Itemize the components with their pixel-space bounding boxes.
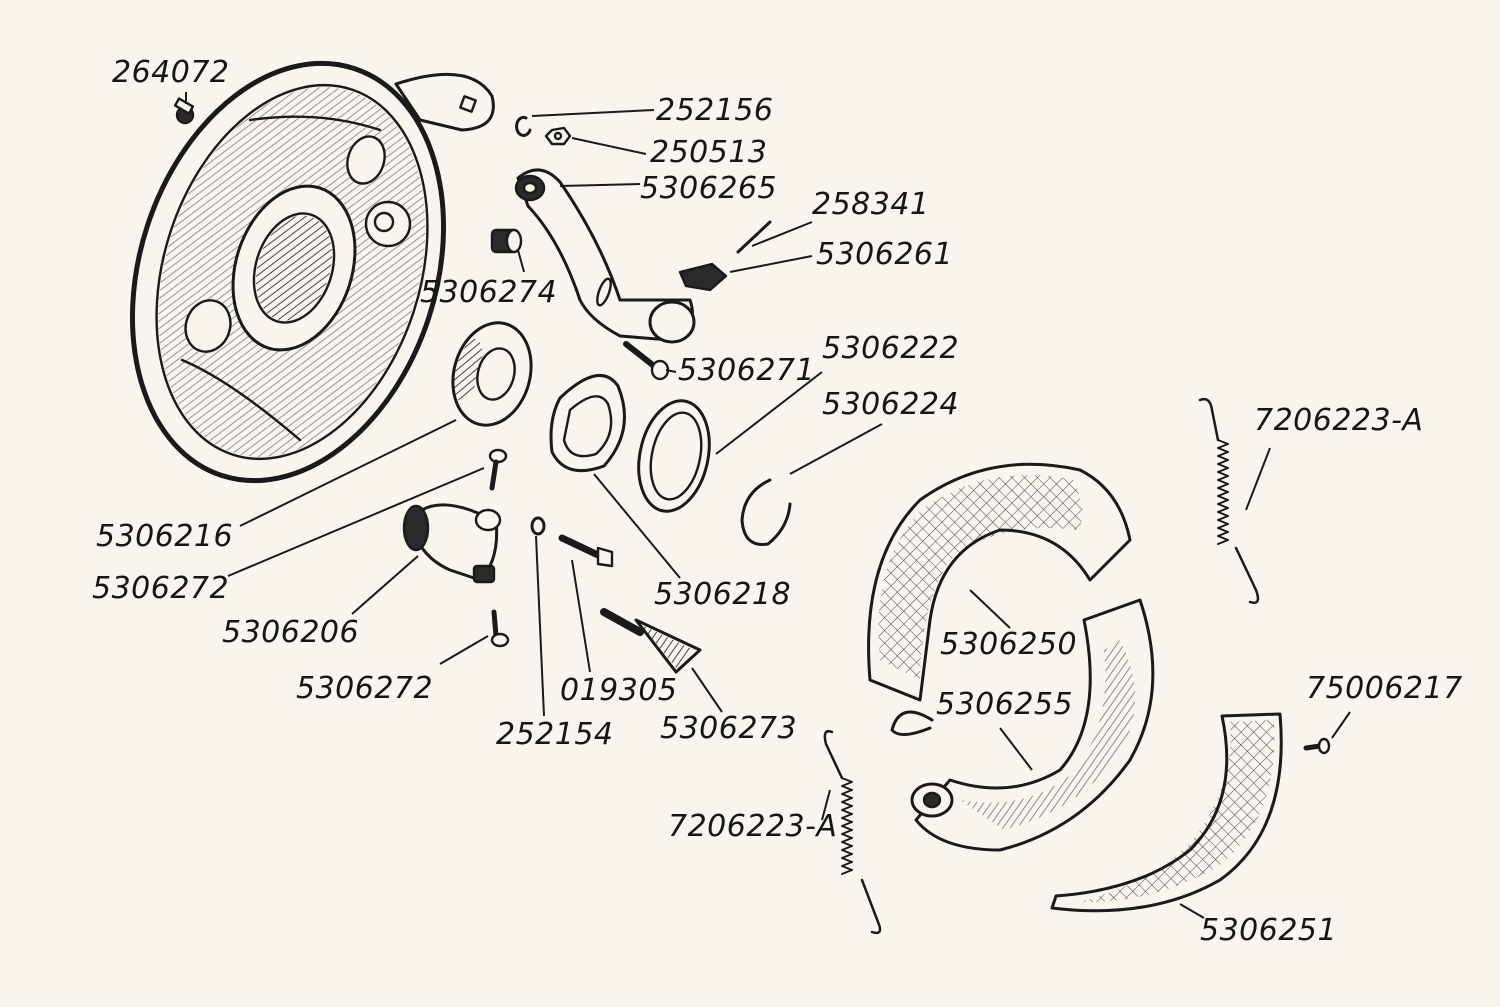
label-5306218: 5306218 (654, 577, 792, 612)
nut-250513 (544, 126, 572, 146)
brake-shoe-5306255 (910, 598, 1155, 852)
label-5306273: 5306273 (660, 711, 798, 746)
label-264072: 264072 (112, 55, 230, 90)
label-5306261: 5306261 (816, 237, 954, 272)
label-019305: 019305 (560, 673, 678, 708)
retaining-ring-252156 (515, 115, 532, 137)
screw-5306271 (623, 341, 670, 381)
brake-backing-plate (129, 60, 495, 484)
rivet-75006217 (1303, 737, 1331, 755)
lining-5306251 (1050, 712, 1283, 913)
pin-258341 (736, 220, 772, 254)
bolt-019305 (558, 534, 614, 568)
label-258341: 258341 (812, 187, 930, 222)
plate-5306218 (549, 374, 626, 473)
label-5306265: 5306265 (640, 171, 778, 206)
label-5306224: 5306224 (822, 387, 960, 422)
label-5306274: 5306274 (420, 275, 558, 310)
brake-shoe-5306250 (867, 462, 1132, 736)
label-7206223a-bottom: 7206223-А (668, 809, 838, 844)
adjuster-5306273 (600, 608, 702, 674)
ring-252154 (530, 516, 546, 536)
leader-lines (185, 92, 1351, 919)
label-7206223a-top: 7206223-А (1254, 403, 1424, 438)
label-5306206: 5306206 (222, 615, 360, 650)
label-5306272-bottom: 5306272 (296, 671, 434, 706)
label-5306272-top: 5306272 (92, 571, 230, 606)
brake-lever-5306265 (514, 168, 696, 344)
rivet-5306272-top (488, 448, 508, 491)
cap-5306274 (490, 228, 523, 254)
label-5306251: 5306251 (1200, 913, 1338, 948)
snap-ring-5306224 (740, 478, 792, 546)
washer-5306222 (637, 399, 711, 513)
rivet-5306272-bottom (490, 609, 510, 648)
label-75006217: 75006217 (1306, 671, 1463, 706)
label-5306250: 5306250 (940, 627, 1078, 662)
spring-7206223a-bottom (823, 730, 882, 935)
label-250513: 250513 (650, 135, 768, 170)
label-5306255: 5306255 (936, 687, 1074, 722)
label-252156: 252156 (656, 93, 774, 128)
label-252154: 252154 (496, 717, 614, 752)
seal-5306216 (451, 321, 533, 427)
spring-7206223a-top (1198, 397, 1260, 604)
label-5306222: 5306222 (822, 331, 960, 366)
label-5306271: 5306271 (678, 353, 816, 388)
wedge-5306261 (678, 262, 728, 292)
cam-housing-5306206 (402, 503, 502, 584)
bolt-264072 (173, 97, 195, 125)
label-5306216: 5306216 (96, 519, 234, 554)
